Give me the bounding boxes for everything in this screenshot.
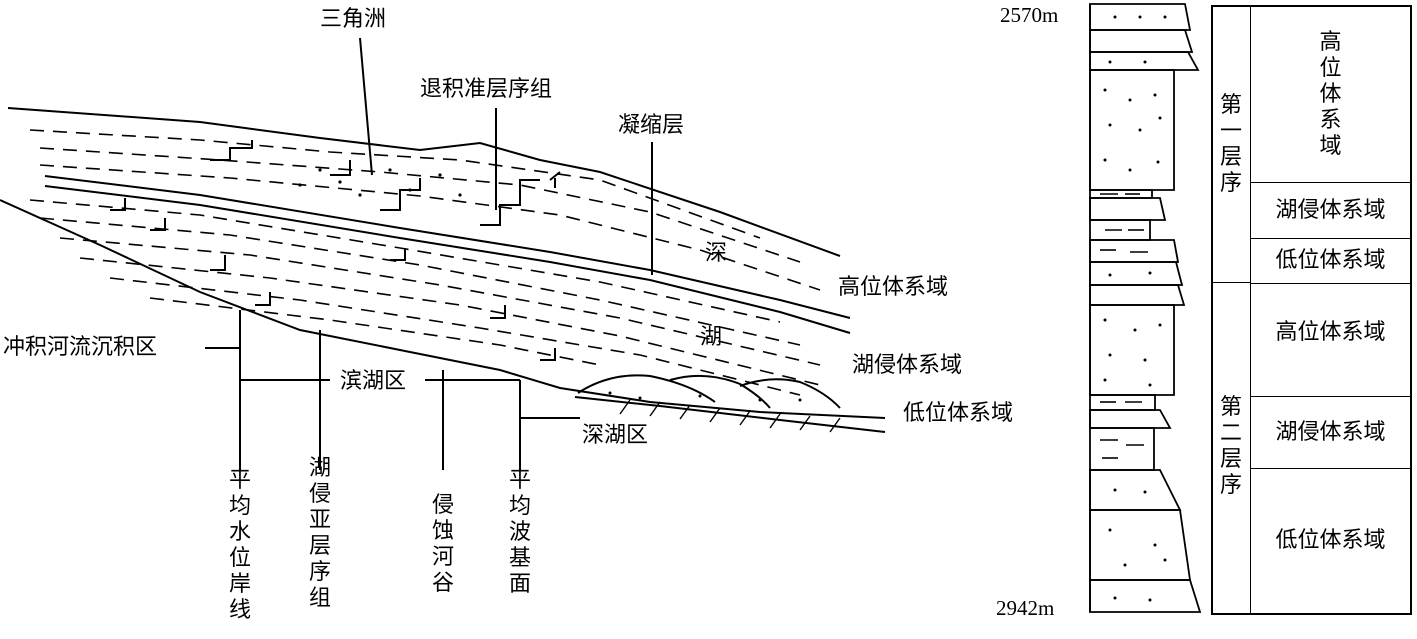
condensed-upper-line bbox=[44, 175, 851, 319]
sequence-1-label: 第一层序 bbox=[1219, 93, 1242, 196]
label-delta: 三角洲 bbox=[320, 7, 387, 32]
label-condensed-section: 凝缩层 bbox=[618, 113, 685, 138]
label-incised-valley: 侵蚀河谷 bbox=[431, 493, 454, 596]
sequence-2-cell: 第二层序 bbox=[1213, 283, 1251, 613]
leader-delta bbox=[359, 37, 373, 176]
label-lake: 湖 bbox=[700, 325, 723, 350]
column-bottom-depth: 2942m bbox=[996, 596, 1055, 620]
label-mean-water-shoreline: 平均水位岸线 bbox=[228, 468, 251, 623]
basin-floor-surface bbox=[0, 199, 886, 419]
label-mean-wave-base: 平均波基面 bbox=[508, 468, 531, 597]
label-deep-lake-zone: 深湖区 bbox=[582, 423, 649, 448]
seq1-hst-label: 高位体系域 bbox=[1319, 29, 1342, 159]
sequence-legend-table: 第一层序 第二层序 高位体系域 湖侵体系域 低位体系域 高位体系域 湖侵体系域 … bbox=[1211, 5, 1412, 615]
seq2-hst-cell: 高位体系域 bbox=[1251, 283, 1410, 397]
seq1-lst-cell: 低位体系域 bbox=[1251, 239, 1410, 283]
sequence-2-label: 第二层序 bbox=[1219, 395, 1242, 498]
lowstand-fan-1 bbox=[577, 374, 716, 403]
seq1-tst-cell: 湖侵体系域 bbox=[1251, 183, 1410, 239]
hst-top-surface bbox=[7, 107, 841, 257]
label-retrogradational-parasequence: 退积准层序组 bbox=[420, 77, 553, 102]
label-shore-lake-zone: 滨湖区 bbox=[340, 369, 407, 394]
stratigraphic-column bbox=[1089, 3, 1202, 613]
label-deep: 深 bbox=[705, 241, 728, 266]
label-transgressive-parasequence-set: 湖侵亚层序组 bbox=[308, 456, 331, 611]
lowstand-fan-3 bbox=[739, 378, 841, 409]
lowstand-fan-2 bbox=[669, 374, 771, 409]
label-lst: 低位体系域 bbox=[903, 401, 1014, 426]
label-tst: 湖侵体系域 bbox=[852, 353, 963, 378]
seq1-tst-label: 湖侵体系域 bbox=[1275, 197, 1386, 223]
column-top-depth: 2570m bbox=[1000, 3, 1059, 27]
label-hst: 高位体系域 bbox=[838, 275, 949, 300]
condensed-lower-line bbox=[44, 185, 851, 334]
seq2-lst-label: 低位体系域 bbox=[1275, 528, 1386, 553]
seq2-tst-label: 湖侵体系域 bbox=[1275, 419, 1386, 445]
seq2-hst-label: 高位体系域 bbox=[1275, 320, 1386, 345]
label-alluvial-zone: 冲积河流沉积区 bbox=[3, 335, 158, 360]
lowstand-base bbox=[574, 396, 886, 433]
cross-section-diagram bbox=[0, 37, 886, 470]
seq1-lst-label: 低位体系域 bbox=[1275, 248, 1386, 273]
seq2-lst-cell: 低位体系域 bbox=[1251, 469, 1410, 613]
sequence-1-cell: 第一层序 bbox=[1213, 7, 1251, 283]
seq1-hst-cell: 高位体系域 bbox=[1251, 7, 1410, 183]
seq2-tst-cell: 湖侵体系域 bbox=[1251, 397, 1410, 469]
